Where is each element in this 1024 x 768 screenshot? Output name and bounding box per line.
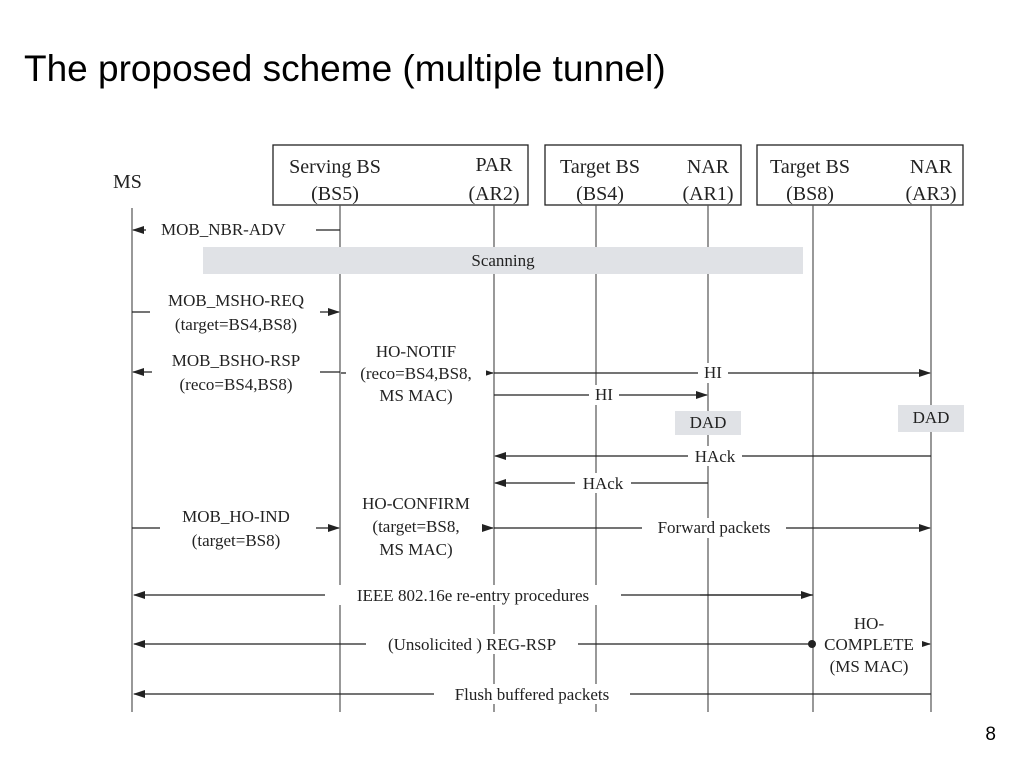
msg-ho-complete-line1: HO-	[854, 614, 885, 633]
msg-hack-far: HAck	[695, 447, 736, 466]
msg-forward-packets: Forward packets	[658, 518, 771, 537]
entity-label-bs8: (BS8)	[786, 183, 834, 205]
dad-label-ar1: DAD	[690, 413, 727, 432]
entity-label-ar2: (AR2)	[468, 183, 519, 205]
entity-label-ar3: (AR3)	[905, 183, 956, 205]
msg-ho-complete-line3: (MS MAC)	[830, 657, 909, 676]
msg-ho-confirm-line3: MS MAC)	[379, 540, 452, 559]
msg-mob-msho-req-line2: (target=BS4,BS8)	[175, 315, 297, 334]
msg-reg-rsp: (Unsolicited ) REG-RSP	[388, 635, 556, 654]
msg-mob-bsho-rsp-line2: (reco=BS4,BS8)	[180, 375, 293, 394]
msg-ho-confirm-line2: (target=BS8,	[372, 517, 459, 536]
page-number: 8	[985, 724, 996, 745]
reg-rsp-origin-dot	[808, 640, 816, 648]
entity-label-bs4: (BS4)	[576, 183, 624, 205]
msg-flush: Flush buffered packets	[455, 685, 610, 704]
msg-mob-ho-ind-line2: (target=BS8)	[192, 531, 281, 550]
entity-label-bs5: (BS5)	[311, 183, 359, 205]
msg-mob-msho-req-line1: MOB_MSHO-REQ	[168, 291, 304, 310]
entity-box-bs8-ar3	[756, 144, 964, 206]
dad-box-ar1	[675, 411, 741, 435]
scanning-band	[203, 247, 803, 274]
msg-ho-notif-line1: HO-NOTIF	[376, 342, 456, 361]
entity-box-bs5-ar2	[272, 144, 529, 206]
msg-mob-ho-ind-line1: MOB_HO-IND	[182, 507, 290, 526]
entity-label-nar3: NAR	[910, 156, 953, 178]
dad-label-ar3: DAD	[913, 408, 950, 427]
msg-mob-bsho-rsp-line1: MOB_BSHO-RSP	[172, 351, 301, 370]
msg-ho-notif-line2: (reco=BS4,BS8,	[360, 364, 472, 383]
msg-reentry: IEEE 802.16e re-entry procedures	[357, 586, 589, 605]
msg-hack-near: HAck	[583, 474, 624, 493]
msg-ho-notif-line3: MS MAC)	[379, 386, 452, 405]
msg-mob-nbr-adv: MOB_NBR-ADV	[161, 220, 286, 239]
msg-ho-confirm-line1: HO-CONFIRM	[362, 494, 470, 513]
entity-label-nar1: NAR	[687, 156, 730, 178]
entity-label-target-bs4: Target BS	[560, 156, 640, 178]
entity-label-serving-bs: Serving BS	[289, 156, 381, 178]
msg-ho-complete-line2: COMPLETE	[824, 635, 914, 654]
scanning-label: Scanning	[471, 251, 535, 270]
msg-hi-far: HI	[704, 363, 722, 382]
entity-label-par: PAR	[475, 154, 513, 176]
entity-label-target-bs8: Target BS	[770, 156, 850, 178]
entity-box-bs4-ar1	[544, 144, 742, 206]
entity-label-ar1: (AR1)	[682, 183, 733, 205]
entity-label-ms: MS	[113, 171, 142, 193]
dad-box-ar3	[898, 405, 964, 432]
slide-title: The proposed scheme (multiple tunnel)	[24, 48, 666, 89]
msg-hi-near: HI	[595, 385, 613, 404]
lifelines	[131, 205, 932, 712]
